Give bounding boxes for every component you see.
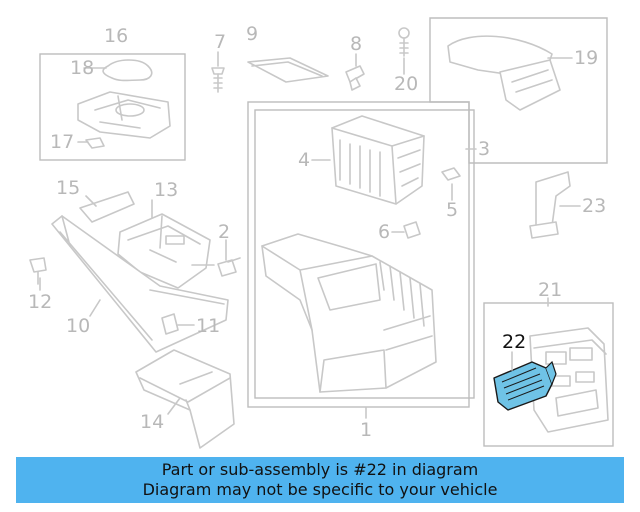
armrest-lid-19	[447, 35, 561, 111]
console-body-3	[261, 233, 437, 393]
fastener-8	[345, 65, 365, 91]
lower-panel-14	[135, 349, 235, 449]
fastener-2	[217, 257, 241, 277]
fastener-20	[398, 27, 410, 57]
clip-6	[403, 221, 421, 239]
callout-9: 9	[246, 23, 258, 45]
group-box-16	[39, 53, 186, 161]
callout-4: 4	[298, 149, 310, 171]
callout-5: 5	[446, 199, 458, 221]
info-banner: Part or sub-assembly is #22 in diagram D…	[16, 457, 624, 503]
callout-21: 21	[538, 279, 562, 301]
callout-23: 23	[582, 195, 606, 217]
storage-bin-4	[331, 115, 425, 205]
callout-16: 16	[104, 25, 128, 47]
bracket-13	[117, 213, 211, 289]
vent-part-22	[493, 360, 557, 411]
callout-1: 1	[360, 419, 372, 441]
callout-7: 7	[214, 31, 226, 53]
callout-2: 2	[218, 221, 230, 243]
callout-3: 3	[478, 138, 490, 160]
callout-10: 10	[66, 315, 90, 337]
duct-23	[529, 171, 571, 239]
callout-8: 8	[350, 33, 362, 55]
fastener-12	[29, 257, 47, 285]
clip-5	[441, 167, 461, 181]
callout-15: 15	[56, 177, 80, 199]
clip-11	[161, 313, 179, 335]
callout-11: 11	[196, 315, 220, 337]
side-panel-10	[51, 215, 229, 353]
callout-18: 18	[70, 57, 94, 79]
callout-20: 20	[394, 73, 418, 95]
callout-14: 14	[140, 411, 164, 433]
banner-line-1: Part or sub-assembly is #22 in diagram	[161, 460, 479, 479]
callout-12: 12	[28, 291, 52, 313]
callout-19: 19	[574, 47, 598, 69]
bracket-15	[79, 191, 135, 223]
callout-22: 22	[502, 331, 526, 353]
callout-6: 6	[378, 221, 390, 243]
leader-lines	[39, 51, 581, 419]
rear-panel-21	[529, 327, 609, 433]
banner-line-2: Diagram may not be specific to your vehi…	[142, 480, 498, 499]
cupholder-part	[77, 59, 171, 149]
fastener-7	[211, 67, 225, 93]
callout-17: 17	[50, 131, 74, 153]
callout-13: 13	[154, 179, 178, 201]
group-box-inner-1	[254, 109, 475, 399]
group-box-1	[247, 101, 470, 408]
